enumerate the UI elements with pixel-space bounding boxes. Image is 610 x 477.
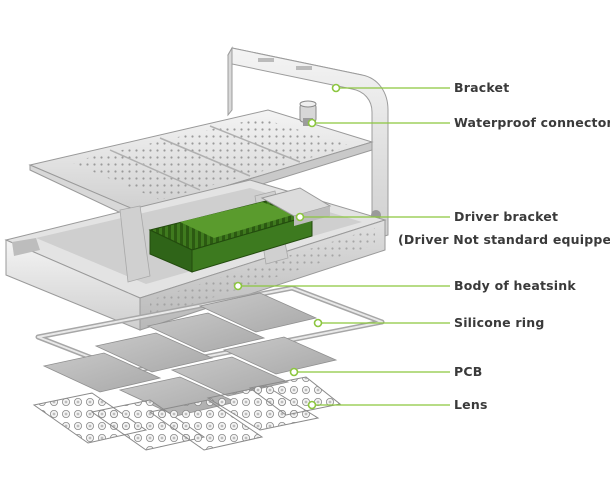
label-waterproof-connector: Waterproof connector [454, 115, 610, 130]
leader-markers [233, 83, 341, 410]
marker-pcb [289, 367, 299, 377]
label-bracket: Bracket [454, 80, 510, 95]
marker-silicone-ring [313, 318, 323, 328]
marker-lens [307, 400, 317, 410]
label-lens: Lens [454, 397, 488, 412]
label-body-of-heatsink: Body of heatsink [454, 278, 576, 293]
marker-waterproof-connector [307, 118, 317, 128]
marker-body-of-heatsink [233, 281, 243, 291]
label-driver-note: (Driver Not standard equipped) [398, 232, 610, 247]
leader-lines [238, 87, 450, 406]
marker-driver-bracket [295, 212, 305, 222]
driver-module-part [148, 199, 314, 273]
lens-part [32, 376, 342, 451]
marker-bracket [331, 83, 341, 93]
label-silicone-ring: Silicone ring [454, 315, 545, 330]
label-driver-bracket: Driver bracket [454, 209, 559, 224]
driver-bracket-part [260, 187, 332, 226]
label-pcb: PCB [454, 364, 483, 379]
